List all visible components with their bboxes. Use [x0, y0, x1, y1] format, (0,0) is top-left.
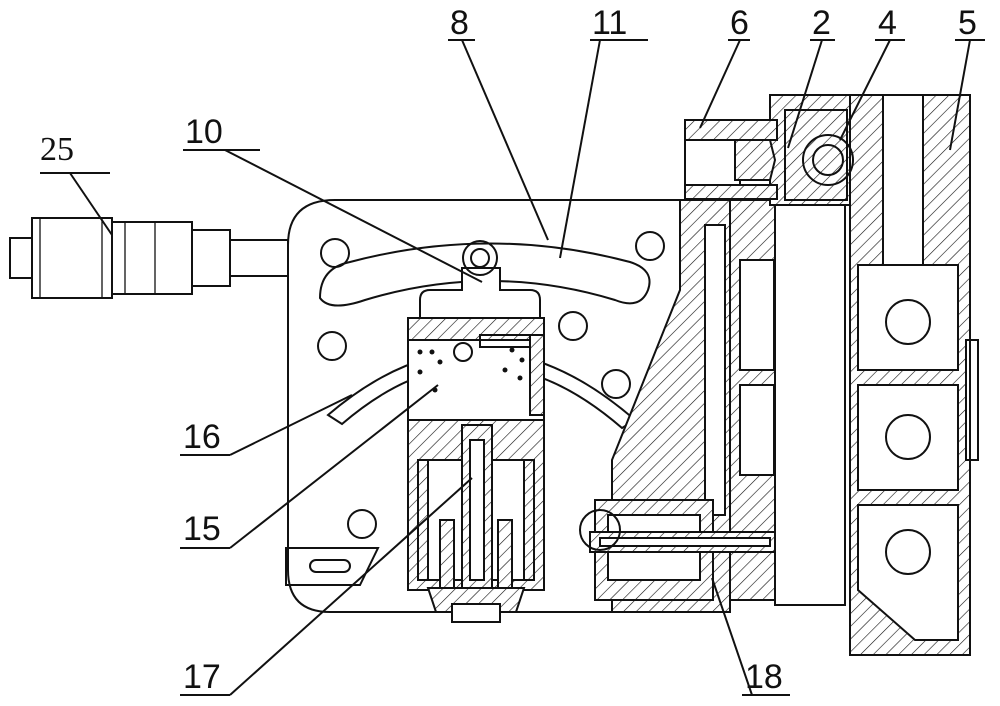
label-2: 2 [812, 4, 831, 42]
label-11: 11 [592, 4, 627, 42]
spindle [408, 420, 544, 622]
label-18: 18 [745, 658, 783, 696]
label-6: 6 [730, 4, 749, 42]
label-15: 15 [183, 510, 221, 548]
motor-25 [10, 218, 288, 298]
label-25: 25 [40, 131, 74, 168]
label-5: 5 [958, 4, 977, 42]
label-10: 10 [185, 113, 223, 151]
label-4: 4 [878, 4, 897, 42]
head-block [408, 318, 544, 420]
slider-block [420, 241, 540, 318]
gear-housing [685, 110, 853, 200]
label-16: 16 [183, 418, 221, 456]
label-17: 17 [183, 658, 221, 696]
label-8: 8 [450, 4, 469, 42]
